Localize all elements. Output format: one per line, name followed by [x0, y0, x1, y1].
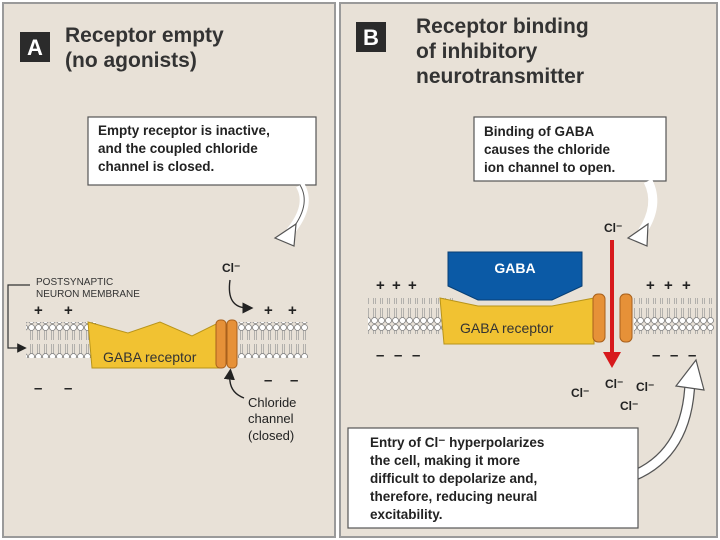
panel-b: B Receptor binding of inhibitory neurotr… — [339, 2, 718, 538]
callout-b-bottom-line4: therefore, reducing neural — [370, 489, 537, 504]
callout-a-line3: channel is closed. — [98, 159, 214, 174]
callout-b-top-line2: causes the chloride — [484, 142, 611, 157]
panel-a-badge-letter: A — [27, 35, 43, 60]
panel-b-top-callout: Binding of GABA causes the chloride ion … — [473, 116, 667, 247]
plus-a-1: + — [34, 302, 43, 319]
chloride-ion-a: Cl⁻ — [222, 261, 240, 275]
panel-a-title-line2: (no agonists) — [65, 49, 197, 72]
plus-b-4: + — [646, 277, 655, 294]
plus-a-2: + — [64, 302, 73, 319]
callout-b-top-line3: ion channel to open. — [484, 160, 615, 175]
minus-b-2: – — [394, 347, 402, 364]
minus-b-4: – — [652, 347, 660, 364]
membrane-label-line1: POSTSYNAPTIC — [36, 277, 113, 288]
chloride-ion-b-1: Cl⁻ — [571, 386, 589, 400]
chloride-channel-a-right — [226, 319, 238, 369]
receptor-b-label: GABA receptor — [460, 320, 554, 336]
plus-b-6: + — [682, 277, 691, 294]
receptor-a-label: GABA receptor — [103, 349, 197, 365]
callout-b-top-line1: Binding of GABA — [484, 124, 594, 139]
panel-b-title-line1: Receptor binding — [416, 15, 589, 38]
membrane-label-bracket — [7, 284, 30, 353]
plus-b-2: + — [392, 277, 401, 294]
callout-b-bottom-line1: Entry of Cl⁻ hyperpolarizes — [370, 435, 544, 450]
channel-label-a-arrow — [223, 368, 245, 399]
chloride-ion-b-top: Cl⁻ — [604, 221, 622, 235]
minus-b-5: – — [670, 347, 678, 364]
minus-a-4: – — [290, 372, 298, 389]
panel-b-badge-letter: B — [363, 25, 379, 50]
minus-a-1: – — [34, 380, 42, 397]
plus-a-4: + — [288, 302, 297, 319]
callout-b-top-arrow — [626, 222, 649, 247]
callout-a-line2: and the coupled chloride — [98, 141, 258, 156]
membrane-b-left — [368, 298, 454, 334]
panel-a-title-line1: Receptor empty — [65, 24, 224, 47]
callout-b-bottom-line5: excitability. — [370, 507, 443, 522]
chloride-channel-b-right — [619, 293, 633, 343]
membrane-a-left — [26, 322, 96, 358]
panel-b-title-line2: of inhibitory — [416, 40, 538, 63]
minus-a-2: – — [64, 380, 72, 397]
panel-a-badge — [20, 32, 50, 62]
plus-b-3: + — [408, 277, 417, 294]
gaba-molecule — [447, 251, 583, 301]
membrane-label-line2: NEURON MEMBRANE — [36, 289, 140, 300]
panel-a-background — [2, 2, 336, 538]
panel-b-bottom-callout: Entry of Cl⁻ hyperpolarizes the cell, ma… — [347, 358, 705, 529]
plus-a-3: + — [264, 302, 273, 319]
panel-b-badge — [356, 22, 386, 52]
chloride-flow-arrow-head — [603, 352, 621, 368]
plus-b-1: + — [376, 277, 385, 294]
panel-b-title-line3: neurotransmitter — [416, 65, 584, 88]
gaba-receptor-a — [87, 321, 221, 369]
minus-b-6: – — [688, 347, 696, 364]
callout-b-bottom-line3: difficult to depolarize and, — [370, 471, 537, 486]
panel-a: A Receptor empty (no agonists) Empty rec… — [2, 2, 336, 538]
chloride-ion-b-2: Cl⁻ — [605, 377, 623, 391]
chloride-ion-a-arrow — [228, 279, 254, 314]
membrane-b-right — [634, 298, 714, 334]
chloride-ion-b-4: Cl⁻ — [620, 399, 638, 413]
gaba-molecule-label: GABA — [494, 260, 535, 276]
panel-a-callout: Empty receptor is inactive, and the coup… — [87, 116, 317, 247]
callout-b-bottom-line2: the cell, making it more — [370, 453, 521, 468]
plus-b-5: + — [664, 277, 673, 294]
chloride-ion-b-3: Cl⁻ — [636, 380, 654, 394]
channel-label-a-line2: channel — [248, 411, 294, 426]
membrane-a-right — [238, 322, 308, 358]
callout-a-arrow — [273, 222, 297, 247]
minus-a-3: – — [264, 372, 272, 389]
callout-a-line1: Empty receptor is inactive, — [98, 123, 270, 138]
chloride-channel-b-left — [592, 293, 606, 343]
callout-b-bottom-arrow — [674, 358, 705, 391]
minus-b-1: – — [376, 347, 384, 364]
chloride-channel-a-left — [215, 319, 227, 369]
channel-label-a-line1: Chloride — [248, 395, 296, 410]
channel-label-a-line3: (closed) — [248, 428, 294, 443]
minus-b-3: – — [412, 347, 420, 364]
